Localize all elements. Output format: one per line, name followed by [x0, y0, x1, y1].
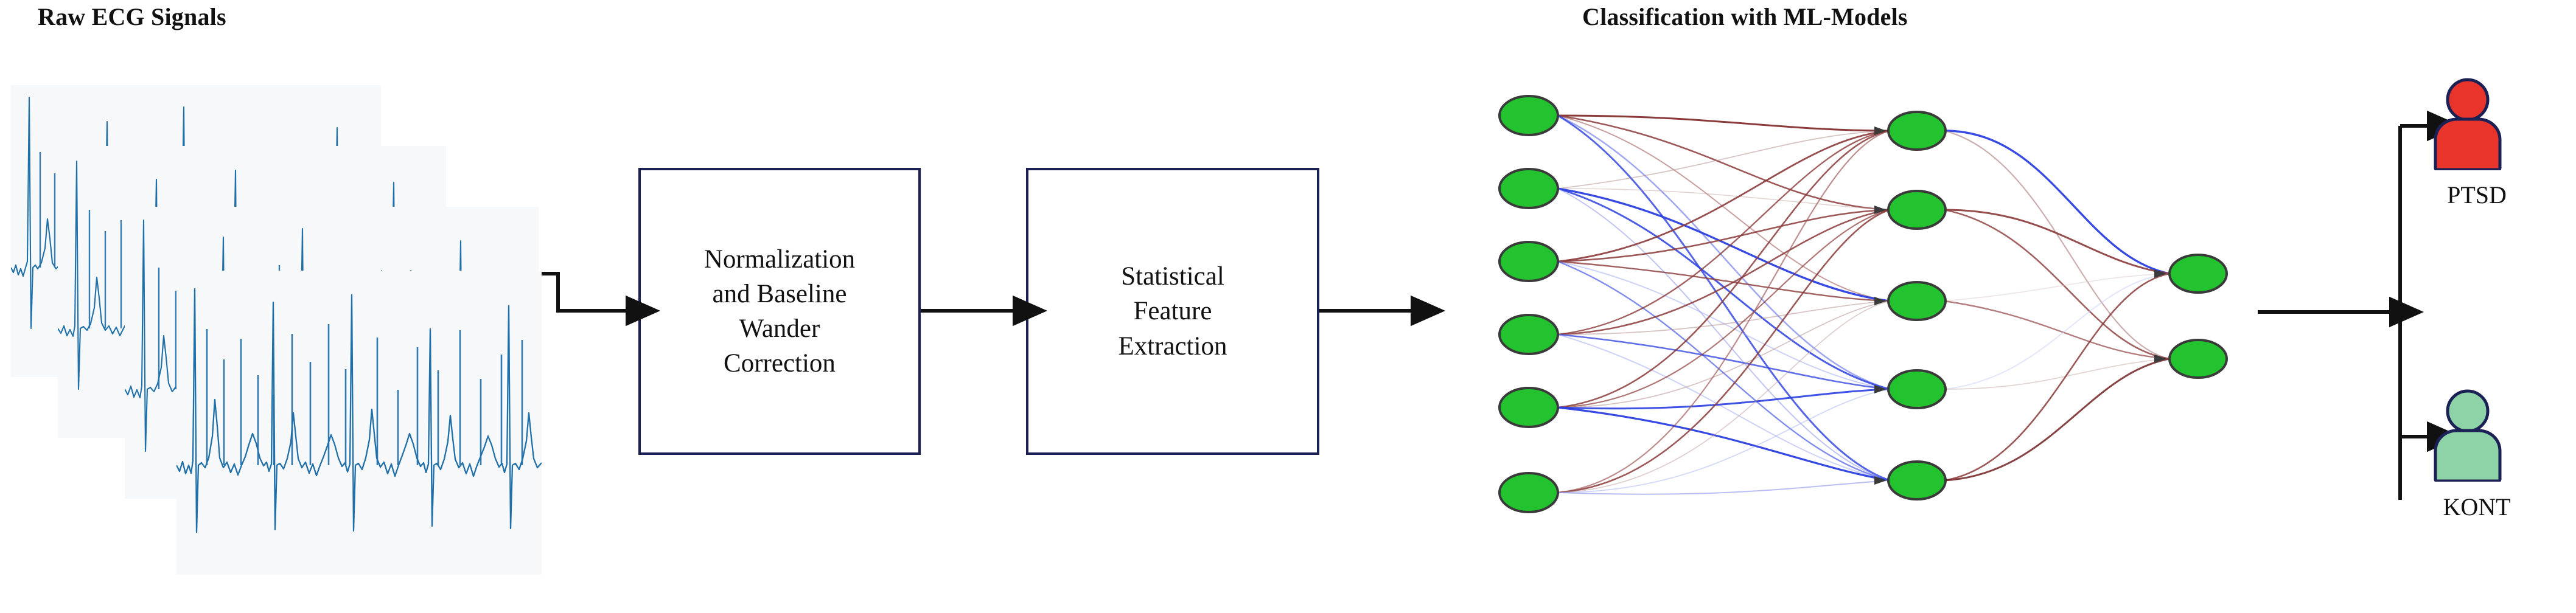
- nn-node-input-1: [1498, 95, 1559, 136]
- nn-hidden-layer: [1887, 111, 1947, 500]
- connector-network-to-outcomes: [2258, 110, 2462, 500]
- nn-node-hidden-4: [1887, 369, 1947, 409]
- nn-node-hidden-5: [1887, 460, 1947, 500]
- classification-title: Classification with ML-Models: [1582, 3, 1908, 30]
- nn-node-hidden-1: [1887, 111, 1947, 151]
- ptsd-person-icon: [2428, 78, 2507, 170]
- nn-node-output-2: [2168, 339, 2228, 379]
- nn-node-input-3: [1498, 241, 1559, 282]
- neural-network-diagram: [1485, 73, 2233, 559]
- nn-node-input-6: [1498, 472, 1559, 513]
- nn-edges-input-hidden: [1557, 114, 1890, 495]
- raw-ecg-signal-stack: [0, 85, 578, 608]
- nn-arrowheads-hidden: [1874, 126, 1887, 485]
- nn-node-hidden-3: [1887, 281, 1947, 321]
- nn-edges-hidden-output: [1944, 130, 2170, 482]
- process-box-normalization[interactable]: Normalization and Baseline Wander Correc…: [638, 168, 921, 455]
- process-box-normalization-label: Normalization and Baseline Wander Correc…: [703, 244, 856, 378]
- nn-input-layer: [1498, 95, 1559, 513]
- process-box-feature-extraction[interactable]: Statistical Feature Extraction: [1026, 168, 1319, 455]
- process-box-feature-extraction-label: Statistical Feature Extraction: [1118, 262, 1227, 361]
- nn-node-input-2: [1498, 168, 1559, 209]
- ptsd-label: PTSD: [2447, 181, 2507, 209]
- raw-ecg-title: Raw ECG Signals: [38, 3, 226, 30]
- ecg-panel-4: [176, 271, 542, 575]
- nn-arrowheads-output: [2154, 269, 2166, 363]
- kont-person-icon: [2428, 389, 2507, 482]
- nn-node-output-1: [2168, 254, 2228, 294]
- nn-node-hidden-2: [1887, 190, 1947, 230]
- nn-node-input-4: [1498, 314, 1559, 355]
- kont-label: KONT: [2443, 493, 2511, 521]
- nn-node-input-5: [1498, 387, 1559, 428]
- nn-output-layer: [2168, 254, 2228, 379]
